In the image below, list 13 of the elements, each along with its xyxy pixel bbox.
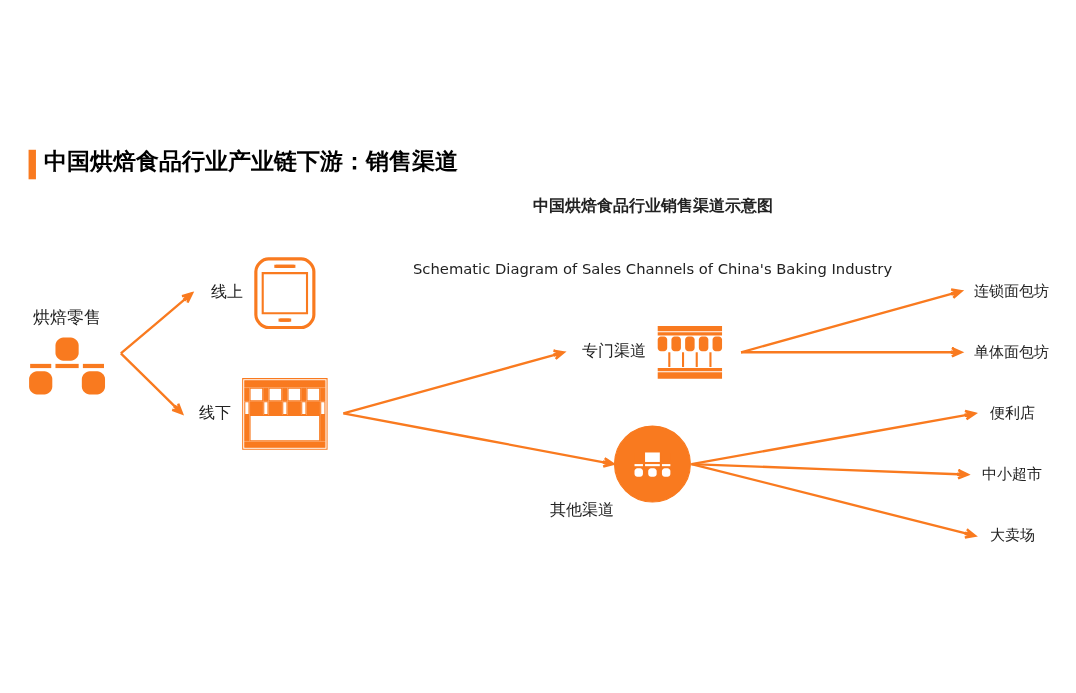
node-label: 线上	[211, 281, 244, 301]
node-text: 单体面包坊	[974, 342, 1050, 360]
node-text: 便利店	[989, 403, 1035, 421]
diagram-title: 中国烘焙食品行业产业链下游：销售渠道	[44, 146, 459, 174]
node-label: 其他渠道	[550, 499, 615, 519]
label: Schematic Diagram of Sales Channels of China's Baking Industry	[413, 259, 893, 277]
node-text: 中小超市	[981, 464, 1042, 482]
node-text: 大卖场	[989, 525, 1035, 543]
node-label: 专门渠道	[581, 340, 646, 360]
node-text: 连锁面包坊	[974, 281, 1050, 299]
label: 中国烘焙食品行业销售渠道示意图	[533, 195, 774, 215]
node-label: 线下	[199, 402, 232, 422]
node-label: 烘焙零售	[33, 306, 102, 327]
